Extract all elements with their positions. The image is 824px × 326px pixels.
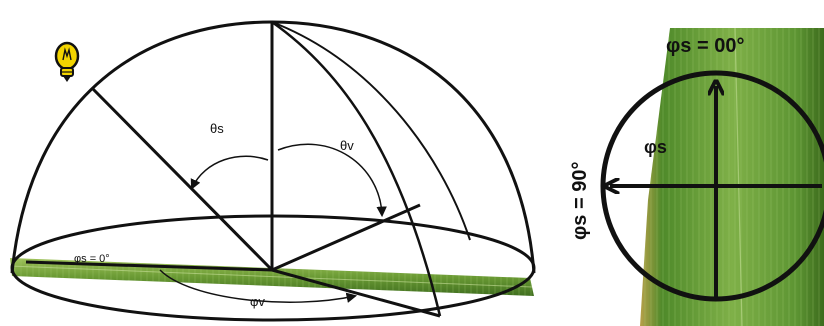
- view-direction-line: [271, 203, 421, 272]
- azimuth-reference-line: [25, 260, 273, 272]
- phi-s-00-label: φs = 00°: [666, 35, 744, 57]
- vertical-leaf: [640, 27, 824, 326]
- hemisphere-diagram: θs θv φs = 0° φv: [9, 20, 536, 322]
- phi-s-zero-label: φs = 0°: [74, 253, 110, 265]
- meridian-arc-1: [271, 20, 442, 317]
- theta-s-arrow: [190, 155, 269, 190]
- theta-v-arrow: [277, 143, 387, 218]
- phi-s-inner-label: φs: [644, 137, 667, 157]
- sun-direction-line: [90, 86, 274, 272]
- horizontal-leaf: [9, 258, 534, 296]
- phi-v-label: φv: [250, 294, 265, 309]
- phi-s-90-label: φs = 90°: [569, 162, 591, 240]
- theta-v-label: θv: [340, 138, 354, 153]
- meridian-arc-2: [271, 21, 471, 241]
- theta-s-label: θs: [210, 121, 224, 136]
- lightbulb-icon: [54, 41, 80, 82]
- phi-v-arrow: [159, 269, 358, 303]
- leaf-top-view: φs = 00° φs φs = 90°: [569, 27, 824, 326]
